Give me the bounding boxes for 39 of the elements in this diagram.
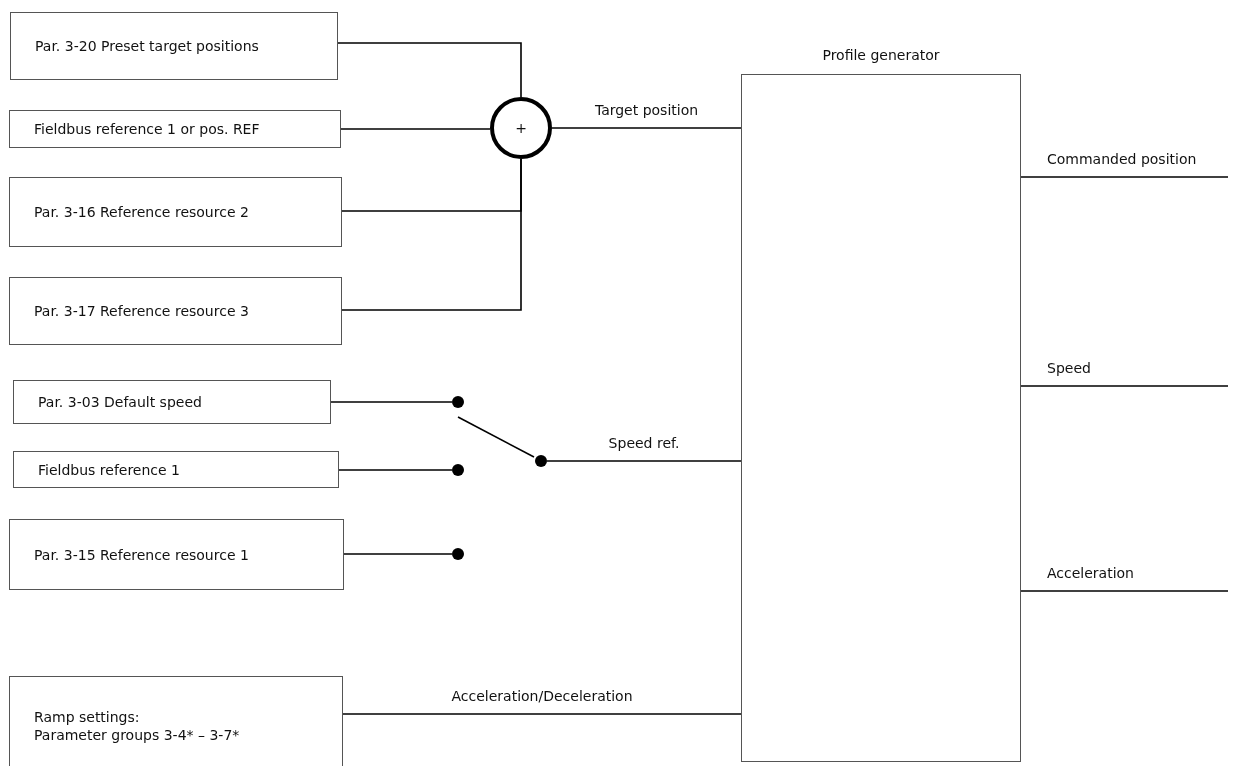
parameter-box (9, 277, 342, 345)
parameter-label: Par. 3-16 Reference resource 2 (34, 204, 250, 220)
signal-label: Speed (1045, 360, 1093, 376)
block-title: Profile generator (821, 47, 941, 63)
connector-line (340, 128, 491, 130)
parameter-box (10, 12, 338, 80)
switch-contact (452, 464, 464, 476)
parameter-label: Par. 3-15 Reference resource 1 (34, 546, 250, 563)
connector-line (551, 127, 742, 129)
parameter-label: Par. 3-20 Preset target positions (35, 38, 260, 54)
signal-label: Acceleration (1045, 565, 1136, 581)
signal-label: Commanded position (1045, 151, 1199, 167)
parameter-box (13, 451, 339, 488)
connector-line (342, 713, 742, 715)
parameter-label: Fieldbus reference 1 or pos. REF (34, 121, 261, 137)
connector-line (337, 42, 522, 98)
switch-contact (535, 455, 547, 467)
connector-line (1020, 590, 1229, 592)
parameter-box (9, 519, 344, 590)
switch-contact (452, 548, 464, 560)
parameter-label: Parameter groups 3-4* – 3-7* (34, 727, 241, 743)
plus-sign: + (515, 120, 527, 136)
connector-line (1020, 385, 1229, 387)
parameter-box (9, 177, 342, 247)
connector-line (338, 469, 453, 471)
ramp-settings-box (9, 676, 343, 766)
parameter-label: Fieldbus reference 1 (38, 461, 182, 478)
connector-line (546, 460, 742, 462)
connector-line (1020, 176, 1229, 178)
connector-line (343, 553, 453, 555)
signal-label: Acceleration/Deceleration (449, 688, 635, 704)
parameter-label: Par. 3-03 Default speed (38, 394, 203, 410)
switch-contact (452, 396, 464, 408)
connector-line (330, 401, 453, 403)
parameter-label: Par. 3-17 Reference resource 3 (34, 303, 250, 319)
parameter-box (13, 380, 331, 424)
parameter-box (9, 110, 341, 148)
connector-line (341, 158, 522, 311)
parameter-label: Ramp settings: (34, 709, 141, 725)
